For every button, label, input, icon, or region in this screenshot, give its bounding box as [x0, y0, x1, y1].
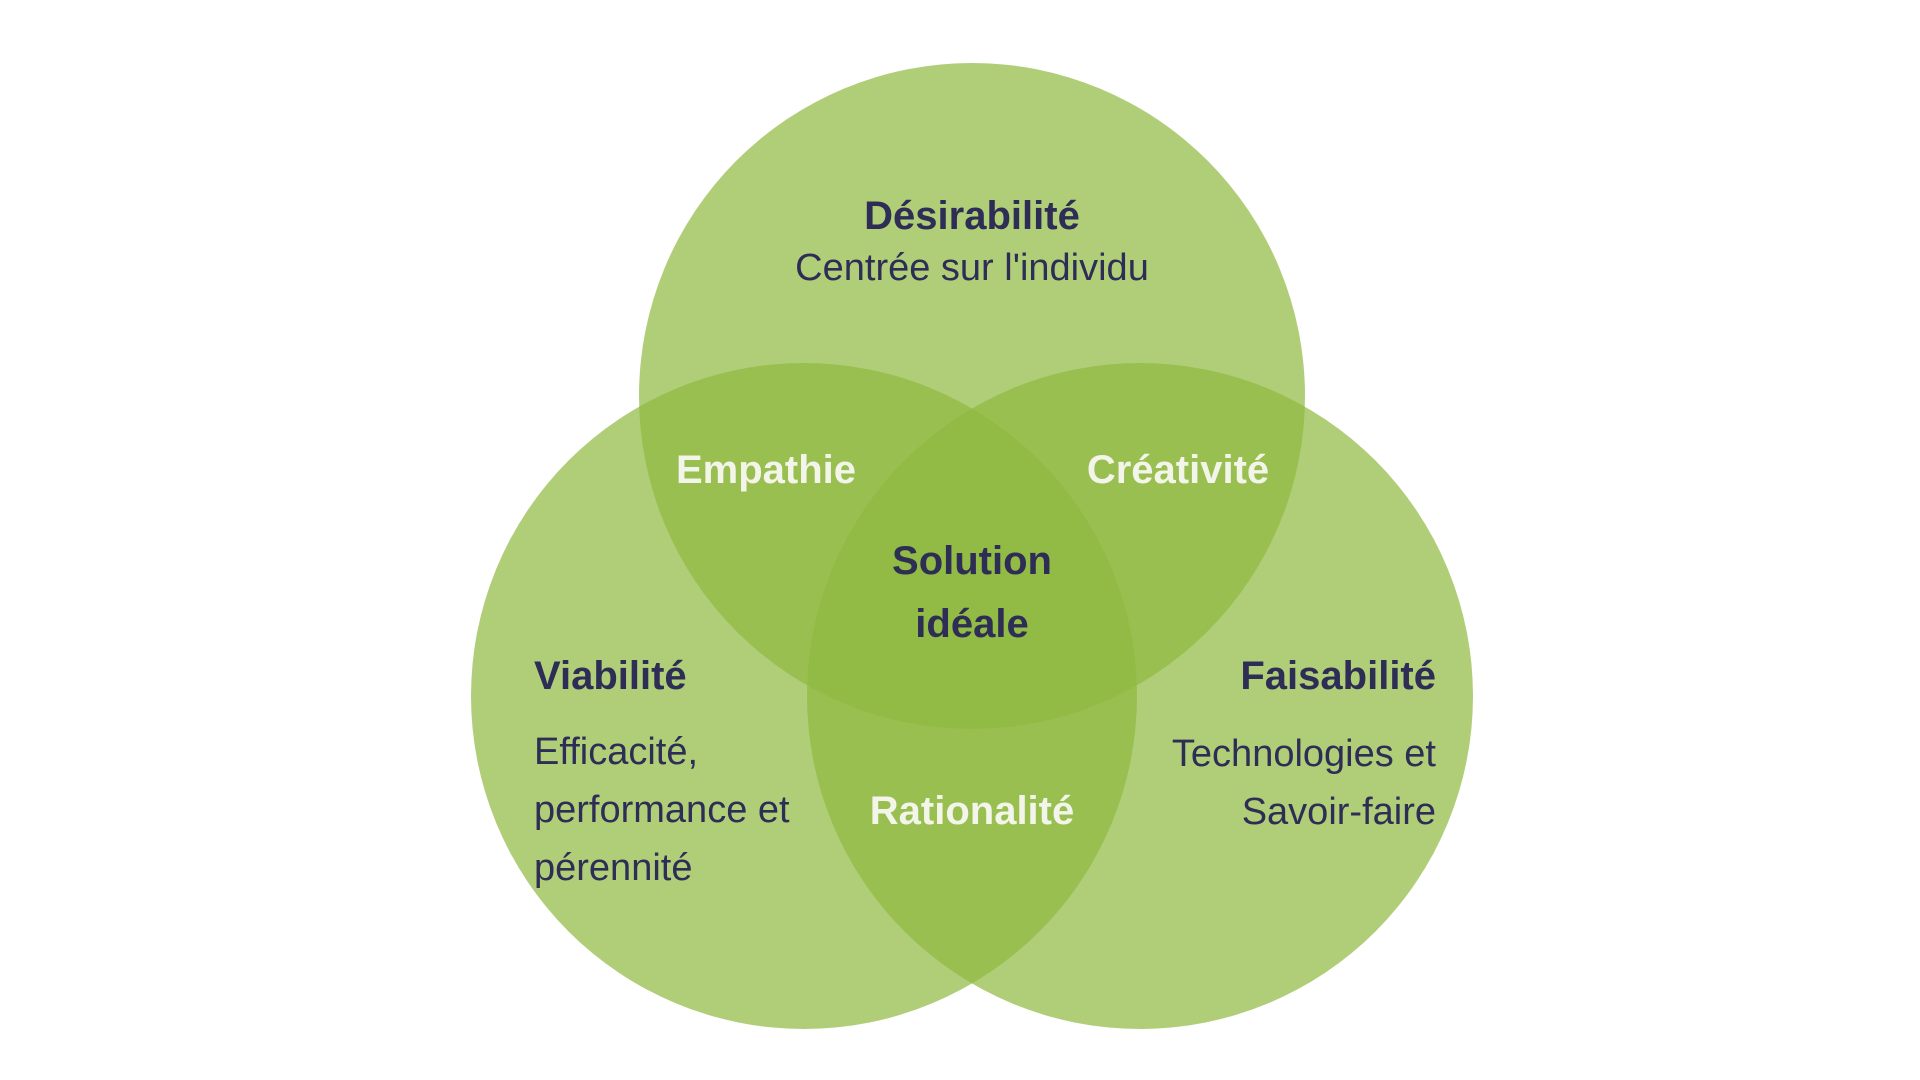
center-label-line: Solution: [892, 539, 1052, 583]
feasibility-description-line: Technologies et: [1171, 733, 1436, 775]
overlap-empathy-label: Empathie: [675, 448, 857, 492]
center-label-line: idéale: [915, 602, 1029, 646]
viability-description-line: pérennité: [534, 847, 693, 889]
viability-title: Viabilité: [534, 654, 687, 698]
overlap-creativity-label: Créativité: [1086, 448, 1270, 492]
viability-description-line: Efficacité,: [534, 731, 699, 773]
center-label: Solution idéale: [892, 530, 1052, 656]
feasibility-description-line: Savoir-faire: [1241, 791, 1436, 833]
desirability-description: Centrée sur l'individu: [795, 247, 1149, 289]
circle-feasibility: [807, 363, 1473, 1029]
desirability-title: Désirabilité: [864, 194, 1080, 238]
feasibility-title: Faisabilité: [1240, 654, 1436, 698]
viability-description-line: performance et: [534, 789, 790, 831]
overlap-rationality-label: Rationalité: [869, 789, 1075, 833]
